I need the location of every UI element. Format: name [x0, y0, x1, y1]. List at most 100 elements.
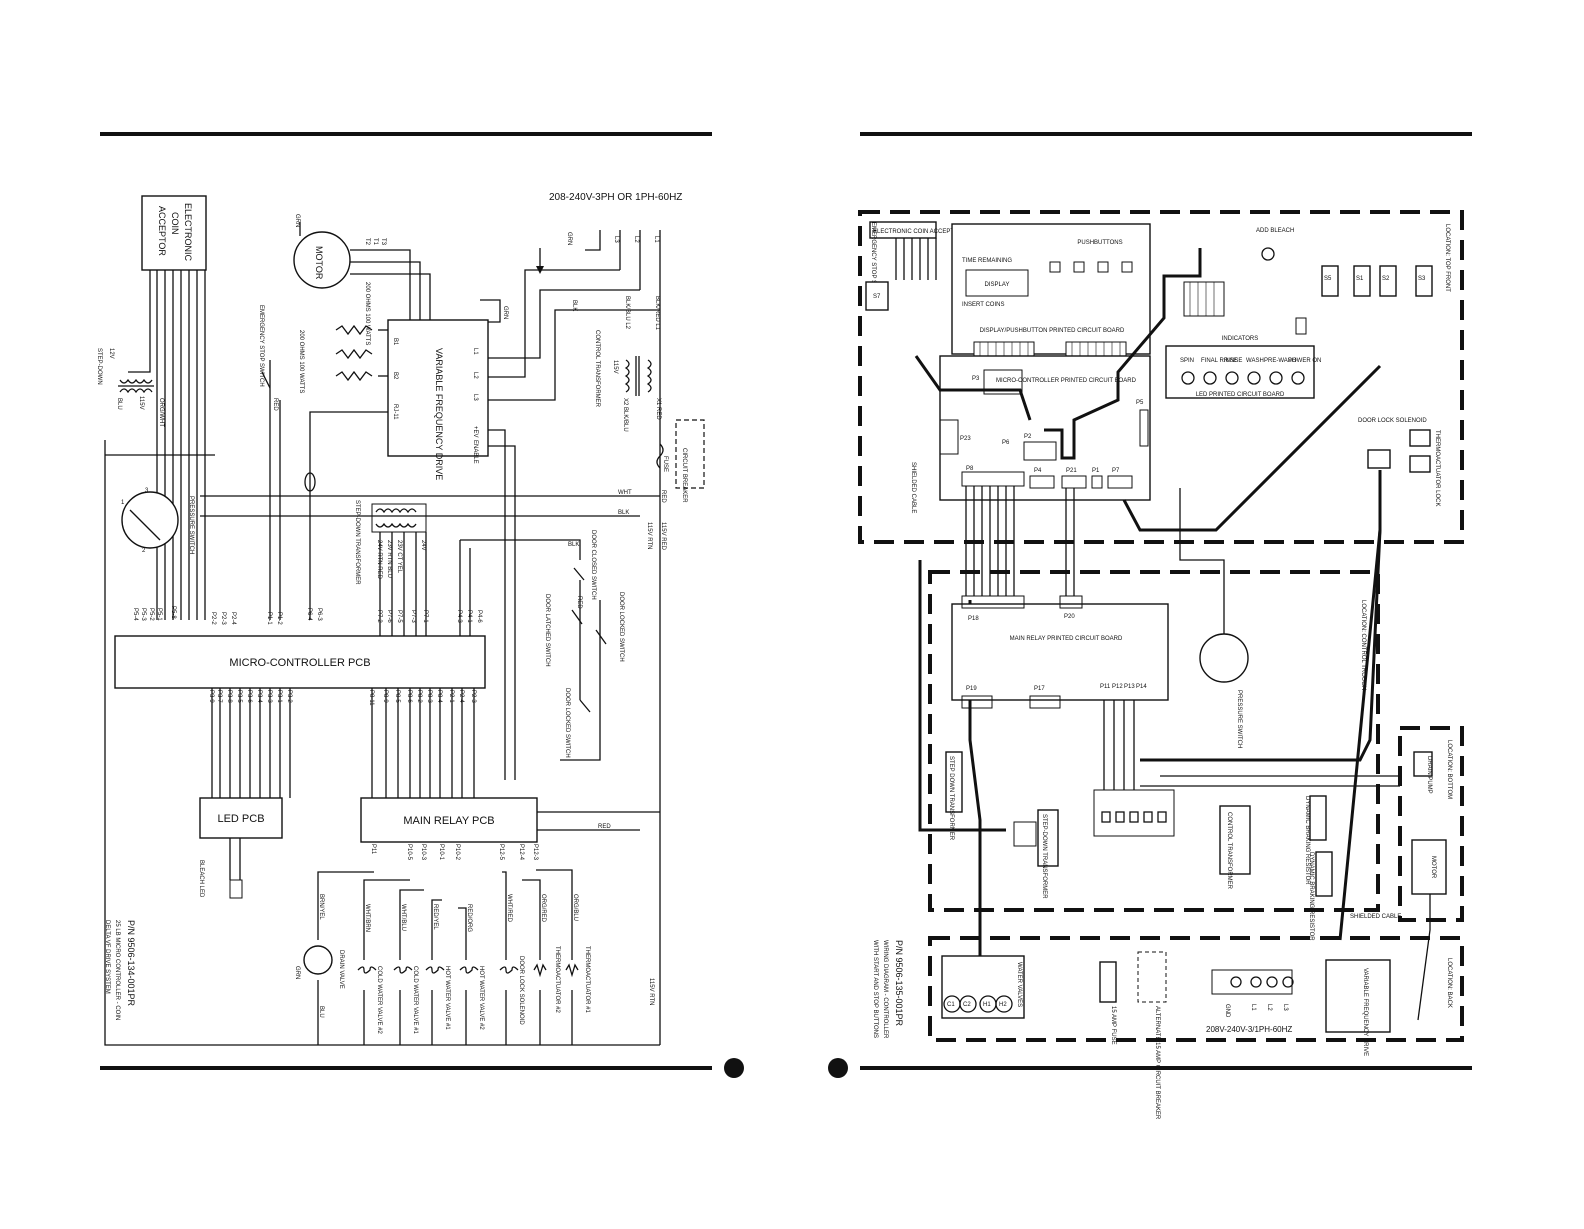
circuit-breaker-label: CIRCUIT BREAKER: [681, 448, 687, 503]
sdt-label: STEP-DOWN TRANSFORMER: [354, 500, 360, 585]
motor-t1: T1: [372, 238, 378, 246]
resistor-top-label: 200 OHMS 100 WATTS: [364, 282, 370, 345]
grn-label-vfd: GRN: [502, 306, 508, 319]
ct-blk-red: BLK/RED L1: [654, 296, 660, 331]
conn-p14: P14: [1136, 684, 1147, 690]
switch-s2: S2: [1382, 276, 1390, 282]
valve-h2: H2: [999, 1002, 1007, 1008]
right-drain-pump: [1413, 751, 1433, 777]
time-remaining-label: TIME REMAINING: [962, 258, 1012, 264]
top-pin-4: P5-1: [156, 608, 162, 621]
bottom-pin-15: P8-4: [436, 690, 442, 703]
door-switches: DOOR CLOSED SWITCH DOOR LATCHED SWITCH D…: [459, 530, 624, 761]
supply-l1: L1: [653, 236, 659, 243]
door-lock-solenoid-label: DOOR LOCK SOLENOID: [518, 956, 524, 1025]
conn-p3: P3: [972, 376, 980, 382]
zone-bottom: [1398, 726, 1464, 922]
bottom-pin-5: P3-4: [256, 690, 262, 703]
load-3: RED/YEL: [432, 904, 438, 930]
load-115v-rtn: 115V RTN: [648, 978, 654, 1005]
right-estop-label: EMERGENCY STOP SWITCH: [870, 222, 876, 304]
sdt-tap-2: 23V CT YEL: [396, 540, 402, 574]
insert-coins-label: INSERT COINS: [962, 302, 1004, 308]
right-door-lock-label: DOOR LOCK SOLENOID: [1358, 418, 1427, 424]
pushbutton-row: [1049, 261, 1133, 273]
svg-text:3: 3: [145, 488, 149, 494]
conn-p8: P8: [966, 466, 974, 472]
main-relay-pcb: [360, 797, 538, 843]
led-pcb: [199, 797, 283, 839]
switch-s7: S7: [873, 294, 881, 300]
right-step-down2-label: STEP-DOWN TRANSFORMER: [1041, 814, 1047, 899]
top-pin-5: P2-2: [210, 612, 216, 625]
right-step-down-label: STEP DOWN TRANSFORMER: [948, 756, 954, 841]
ind-spin: SPIN: [1180, 358, 1194, 364]
bottom-pin-10: P8-9: [382, 690, 388, 703]
shielded-cable-label-2: SHIELDED CABLE: [1350, 914, 1401, 920]
svg-text:2: 2: [142, 548, 146, 554]
conn-p5: P5: [1136, 400, 1144, 406]
red-label-1: RED: [660, 490, 666, 503]
control-transformer: CONTROL TRANSFORMER BLK/RED L1 BLK/BLU L…: [594, 296, 661, 432]
conn-p2: P2: [1024, 434, 1032, 440]
bleach-led-label: BLEACH LED: [198, 860, 204, 898]
top-pin-19: P4-6: [476, 610, 482, 623]
valve-h1: H1: [983, 1002, 991, 1008]
load-7: ORG/BLU: [572, 894, 578, 921]
right-coin-acceptor: [869, 221, 937, 239]
motor-grn: GRN: [294, 214, 300, 227]
rail-blk: BLK: [618, 510, 629, 516]
top-pin-6: P2-3: [220, 612, 226, 625]
v12-label: 12V: [108, 348, 114, 359]
conn-p23: P23: [960, 436, 971, 442]
right-motor-label: MOTOR: [1430, 856, 1436, 879]
dynamic-braking-label-1: DYNAMIC BRAKING RESISTOR: [1304, 796, 1310, 885]
coin-acceptor-l2: COIN: [170, 212, 180, 235]
step-down-label: STEP-DOWN: [96, 348, 102, 385]
pressure-switch-label: PRESSURE SWITCH: [188, 496, 194, 554]
relay-pin-0: P11: [370, 844, 376, 855]
drain-grn: GRN: [294, 966, 300, 979]
blk-label-1: BLK: [571, 300, 577, 311]
thermoactuator-label: THERMOACTUATOR LOCK: [1434, 430, 1440, 506]
right-micro-label: MICRO-CONTROLLER PRINTED CIRCUIT BOARD: [996, 378, 1137, 384]
load-blu-1: BLU: [318, 1006, 324, 1018]
door-locked-top-label: DOOR LOCKED SWITCH: [618, 592, 624, 662]
right-main-relay-label: MAIN RELAY PRINTED CIRCUIT BOARD: [1010, 636, 1123, 642]
top-pin-9: P1-2: [276, 612, 282, 625]
top-pin-0: P5-8: [170, 606, 176, 619]
vfd-enable: ENABLE: [472, 440, 478, 464]
bottom-pin-18: P2-3: [470, 690, 476, 703]
conn-p19: P19: [966, 686, 977, 692]
right-coin-label: ELECTRONIC COIN ACCEPTOR: [873, 229, 964, 235]
ind-prewash: PRE-WASH: [1264, 358, 1296, 364]
right-part-desc: WIRING DIAGRAM - CONTROLLER: [882, 940, 888, 1039]
conn-p7: P7: [1112, 468, 1120, 474]
motor-left: MOTOR GRN T2 T1 T3: [293, 214, 386, 289]
load-5: WHT/RED: [506, 894, 512, 923]
alt-breaker-label: ALTERNATE 15 AMP CIRCUIT BREAKER: [1154, 1006, 1160, 1120]
water-valves: [941, 955, 1025, 1019]
water-valves-label: WATER VALVES: [1016, 962, 1022, 1007]
left-part-desc2: DELTA VF DRIVE SYSTEM: [104, 920, 110, 994]
right-control-tx-label: CONTROL TRANSFORMER: [1226, 812, 1232, 890]
circuit-breaker-box: [675, 419, 705, 489]
top-pin-17: P4-3: [456, 610, 462, 623]
relay-red: RED: [598, 824, 611, 830]
bottom-pin-4: P3-6: [246, 690, 252, 703]
load-1: WHT/BRN: [364, 904, 370, 932]
supply-l3: L3: [613, 236, 619, 243]
estop-red: RED: [272, 398, 278, 411]
coin-acceptor-box: [141, 195, 207, 271]
display-board-label: DISPLAY/PUSHBUTTON PRINTED CIRCUIT BOARD: [980, 328, 1125, 334]
load-wire-labels: BRN/YEL WHT/BRN WHT/BLU RED/YEL RED/ORG …: [318, 894, 578, 932]
drain-valve-symbol: [303, 945, 333, 975]
vfd-b2: B2: [392, 372, 398, 380]
conn-p1: P1: [1092, 468, 1100, 474]
ct-115v: 115V: [612, 360, 618, 374]
right-control-tx: [1219, 805, 1251, 875]
right-switches: S5 S1 S2 S3: [1321, 265, 1433, 297]
coin-step-down-transformer: 12V 115V STEP-DOWN BLU ORG/WHT: [96, 348, 164, 427]
bottom-pin-2: P3-8: [226, 690, 232, 703]
right-pressure-label: PRESSURE SWITCH: [1236, 690, 1242, 748]
